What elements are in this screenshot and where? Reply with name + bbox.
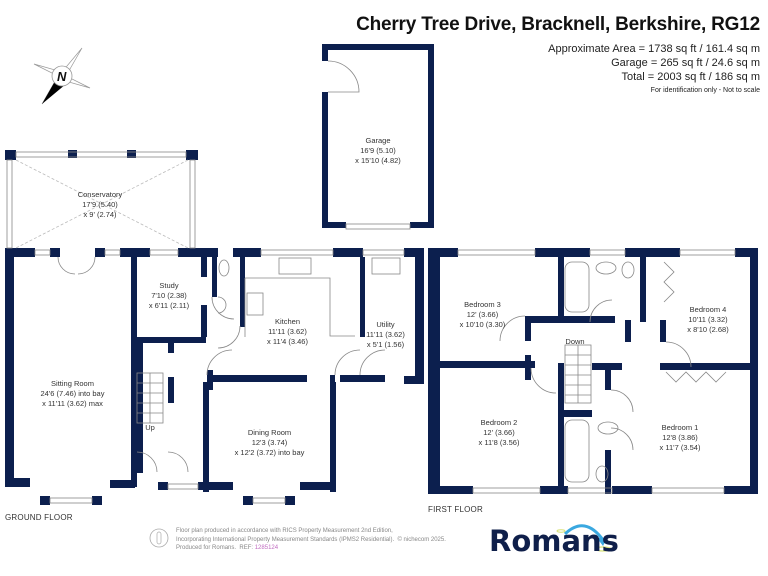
room-dining-room: Dining Room 12'3 (3.74) x 12'2 (3.72) in…	[234, 428, 305, 457]
room-garage: Garage 16'9 (5.10) x 15'10 (4.82)	[355, 136, 401, 165]
footer-notes: Floor plan produced in accordance with R…	[176, 528, 446, 551]
room-bedroom-3: Bedroom 3 12' (3.66) x 10'10 (3.30)	[459, 300, 506, 329]
room-sitting-room: Sitting Room 24'6 (7.46) into bay x 11'1…	[40, 379, 105, 408]
disclaimer: For identification only - Not to scale	[650, 87, 760, 94]
room-utility: Utility 11'11 (3.62) x 5'1 (1.56)	[366, 320, 405, 349]
room-kitchen: Kitchen 11'11 (3.62) x 11'4 (3.46)	[267, 317, 308, 346]
romans-logo: Romans	[489, 524, 619, 558]
first-floor-label: FIRST FLOOR	[428, 505, 483, 514]
north-arrow-icon: N	[33, 47, 91, 105]
room-bedroom-4: Bedroom 4 10'11 (3.32) x 8'10 (2.68)	[687, 305, 729, 334]
room-bedroom-1: Bedroom 1 12'8 (3.86) x 11'7 (3.54)	[659, 423, 701, 452]
reference-number: 1285124	[254, 545, 279, 551]
property-title: Cherry Tree Drive, Bracknell, Berkshire,…	[356, 14, 760, 35]
room-conservatory: Conservatory 17'9 (5.40) x 9' (2.74)	[77, 190, 123, 219]
room-bedroom-2: Bedroom 2 12' (3.66) x 11'8 (3.56)	[478, 418, 520, 447]
total-area: Total = 2003 sq ft / 186 sq m	[621, 71, 761, 83]
garage-area: Garage = 265 sq ft / 24.6 sq m	[611, 57, 760, 69]
stairs-down-label: Down	[565, 337, 585, 346]
svg-text:N: N	[57, 69, 67, 84]
stairs-up-label: Up	[145, 423, 155, 432]
approximate-area: Approximate Area = 1738 sq ft / 161.4 sq…	[548, 43, 760, 55]
room-study: Study 7'10 (2.38) x 6'11 (2.11)	[148, 281, 190, 310]
ground-floor-label: GROUND FLOOR	[5, 513, 73, 522]
area-summary: Approximate Area = 1738 sq ft / 161.4 sq…	[548, 42, 760, 98]
